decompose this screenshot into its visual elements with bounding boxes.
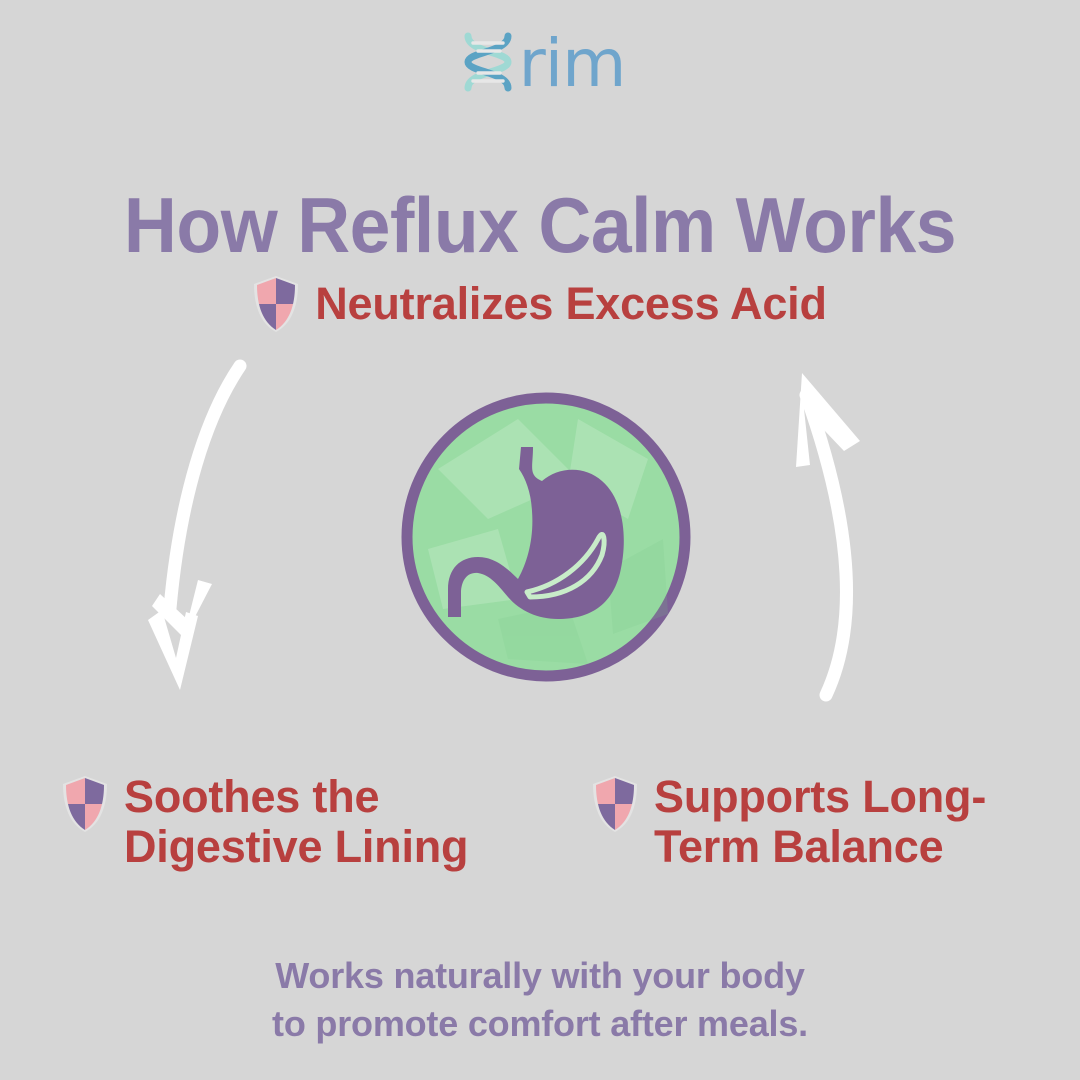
benefit-label: Neutralizes Excess Acid [315,277,827,329]
shield-icon [254,276,299,332]
dna-helix-icon [464,32,512,92]
benefit-item-supports-balance: Supports Long- Term Balance [592,771,987,873]
shield-icon [63,776,107,832]
benefit-label: Soothes the Digestive Lining [124,771,469,873]
benefit-label: Supports Long- Term Balance [654,771,987,873]
page-title: How Reflux Calm Works [123,181,957,270]
footer-note: Works naturally with your body to promot… [272,955,808,1044]
curved-arrow-up-right [778,355,928,710]
curved-arrow-down-left [140,358,290,708]
brand-wordmark: rim [518,25,627,102]
benefit-item-soothes-lining: Soothes the Digestive Lining [62,771,469,873]
benefit-item-neutralizes-acid: Neutralizes Excess Acid [0,276,1080,332]
stomach-illustration [398,389,694,685]
brand-logo: rim [0,22,1080,102]
shield-icon [593,776,637,832]
